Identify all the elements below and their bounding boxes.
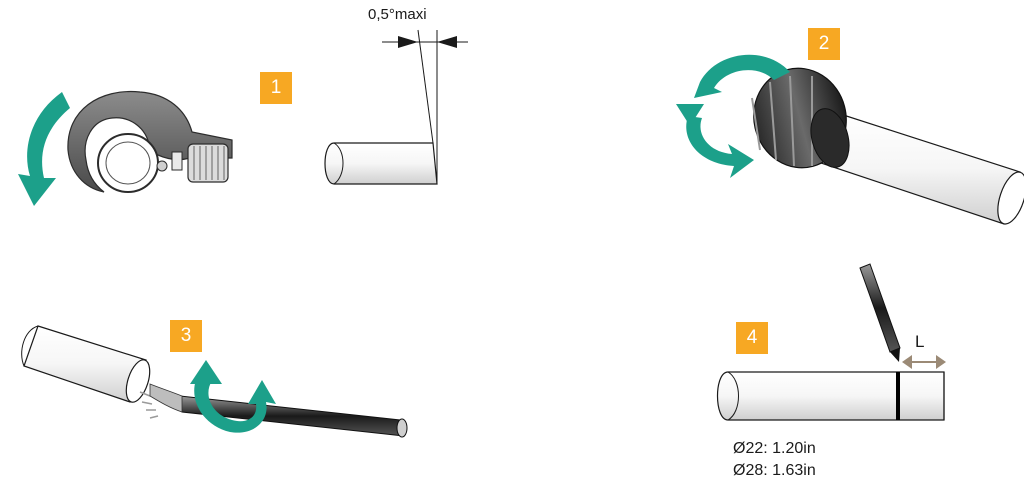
length-label: L (915, 332, 925, 351)
max-angle-label: 0,5°maxi (368, 6, 427, 23)
step-badge-3: 3 (170, 320, 202, 352)
compression-nut (751, 67, 850, 169)
step3-illustration (21, 325, 408, 438)
marker-pen (859, 263, 901, 353)
step1-cutter-illustration (18, 90, 233, 206)
length-arrow-right-icon (936, 355, 946, 369)
measurement-list: Ø22: 1.20in Ø28: 1.63in (733, 438, 816, 482)
step4-pipe (717, 371, 945, 421)
angle-arrow-left-icon (398, 36, 418, 48)
angle-arrow-right-icon (437, 36, 457, 48)
cut-pipe (324, 142, 438, 185)
step1-squareness-detail (324, 29, 468, 185)
tighten-arrow-tail-icon (686, 116, 754, 178)
step2-illustration (676, 54, 1024, 225)
step-badge-4: 4 (736, 322, 768, 354)
deburr-rotate-arrow-icon (194, 372, 276, 433)
step-badge-2: 2 (808, 28, 840, 60)
rotate-arrow-icon (18, 92, 70, 206)
max-angle-line (417, 29, 434, 144)
tighten-arrow-icon (694, 54, 790, 98)
measurement-d28: Ø28: 1.63in (733, 462, 816, 479)
step-badge-1: 1 (260, 72, 292, 104)
burr-shavings (139, 391, 159, 419)
tighten-arrow-head-icon (676, 104, 704, 126)
insertion-mark (896, 372, 900, 420)
step4-illustration (717, 263, 946, 421)
length-arrow-left-icon (902, 355, 912, 369)
step2-pipe (817, 111, 1021, 225)
cutter-knob (156, 143, 229, 183)
measurement-d22: Ø22: 1.20in (733, 440, 816, 457)
